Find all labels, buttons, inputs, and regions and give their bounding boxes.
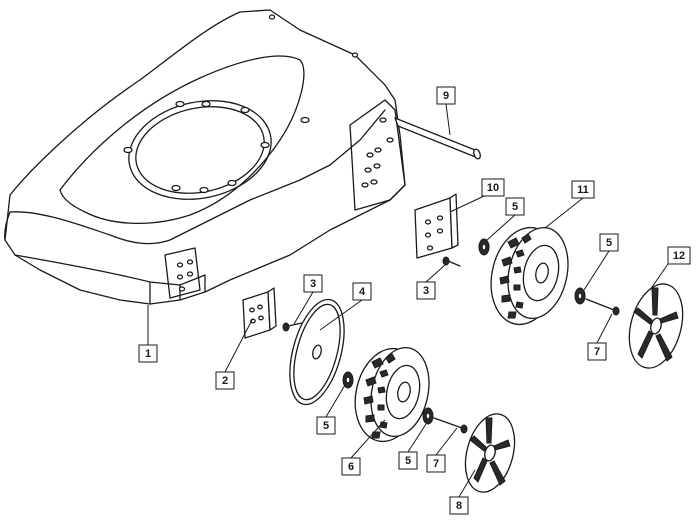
callout-5-front-inner: 5 (316, 416, 336, 435)
rear-wheel (490, 226, 569, 326)
callout-7-rear-label: 7 (594, 346, 600, 358)
front-wheel (354, 346, 430, 443)
callout-11-label: 11 (577, 184, 589, 196)
rear-hub-cap (628, 283, 684, 369)
callout-8-label: 8 (456, 500, 462, 512)
callout-7-rear: 7 (587, 342, 607, 361)
callout-4-label: 4 (359, 286, 366, 298)
callout-7-front: 7 (426, 454, 446, 473)
callout-5-front-inner-label: 5 (323, 420, 329, 432)
callout-11: 11 (571, 180, 595, 199)
callout-12: 12 (667, 246, 691, 265)
callout-5-front-outer-label: 5 (405, 455, 411, 467)
bolt-front (433, 417, 468, 434)
callout-1: 1 (138, 344, 158, 363)
screw-rear (442, 256, 461, 267)
callout-10-label: 10 (487, 182, 499, 194)
callout-10: 10 (481, 178, 505, 197)
bushing-rear-inner (478, 238, 490, 256)
callout-9: 9 (436, 86, 456, 105)
callout-2-label: 2 (222, 375, 228, 387)
callout-5-rear-inner-label: 5 (512, 201, 518, 213)
callout-5-front-outer: 5 (398, 451, 418, 470)
callout-5-rear-inner: 5 (505, 197, 525, 216)
rear-height-bracket (414, 193, 459, 259)
bushing-front-outer (422, 407, 434, 425)
bushing-rear-outer (574, 287, 586, 305)
callout-3-rear: 3 (416, 281, 436, 300)
rear-wheel-tread (499, 233, 532, 319)
bushing-front-inner (342, 371, 354, 389)
callout-5-rear-outer-label: 5 (606, 237, 612, 249)
axle-rod (394, 117, 481, 160)
callout-6-label: 6 (348, 461, 354, 473)
callout-3-front: 3 (303, 274, 323, 293)
callout-12-label: 12 (673, 250, 685, 262)
callout-9-label: 9 (443, 90, 449, 102)
mower-deck (4, 9, 406, 305)
callout-8: 8 (449, 496, 469, 515)
deck-mounting-holes (123, 14, 359, 194)
screw-front (282, 322, 303, 332)
callout-7-front-label: 7 (433, 458, 439, 470)
callout-2: 2 (215, 371, 235, 390)
front-hub-cap (464, 413, 516, 493)
callout-3-front-label: 3 (310, 278, 316, 290)
front-height-bracket (242, 287, 277, 339)
rear-adjust-holes (361, 117, 394, 188)
front-wheel-disc (289, 298, 345, 406)
leader-lines (147, 103, 669, 498)
callout-6: 6 (341, 457, 361, 476)
front-adjust-holes (176, 259, 194, 292)
callout-5-rear-outer: 5 (599, 233, 619, 252)
callout-1-label: 1 (145, 348, 151, 360)
bolt-rear (585, 298, 620, 316)
front-wheel-tread (363, 353, 396, 439)
callout-4: 4 (352, 282, 372, 301)
callout-3-rear-label: 3 (423, 285, 429, 297)
